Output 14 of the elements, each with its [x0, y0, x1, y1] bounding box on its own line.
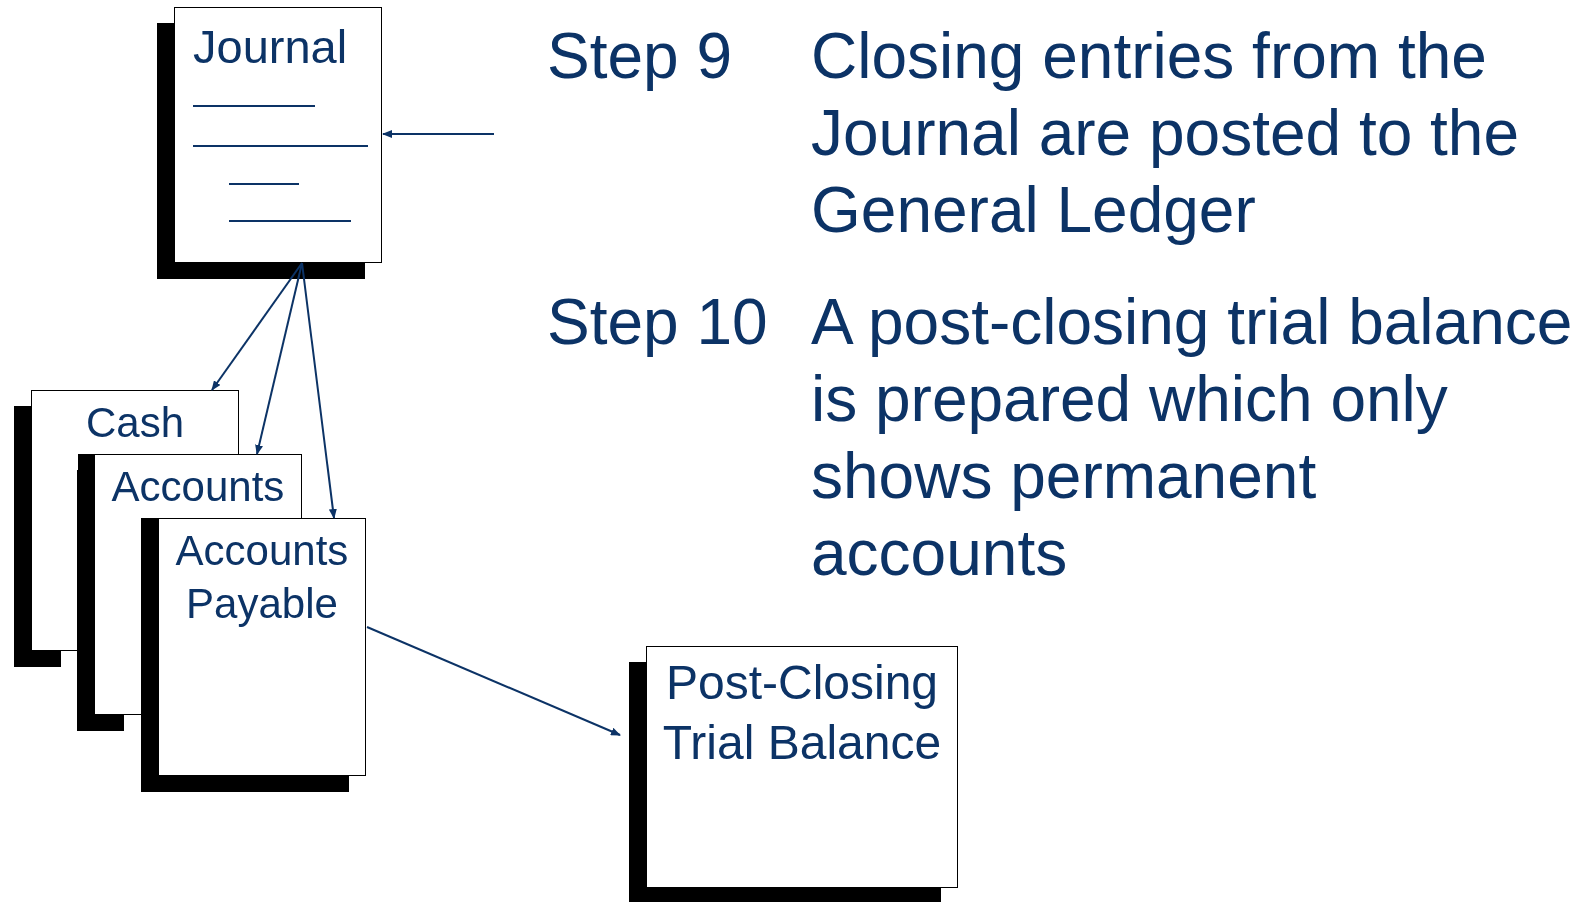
step-description: Closing entries from the Journal are posted to the General Ledger — [811, 19, 1521, 248]
step-description: A post-closing trial balance is prepared which only shows permanent accounts — [811, 285, 1574, 591]
arrow — [255, 262, 303, 455]
card-title: Accounts — [110, 462, 286, 512]
arrow — [366, 626, 621, 736]
card-title: Cash — [84, 398, 186, 448]
card-title: Journal — [193, 19, 349, 75]
card-title: Post-Closing Trial Balance — [661, 655, 943, 771]
arrow — [211, 262, 303, 391]
card-title: Accounts Payable — [174, 526, 350, 629]
arrow — [301, 262, 337, 519]
step-number: Step 9 — [547, 19, 734, 94]
step-number: Step 10 — [547, 285, 769, 360]
arrow — [382, 130, 495, 138]
